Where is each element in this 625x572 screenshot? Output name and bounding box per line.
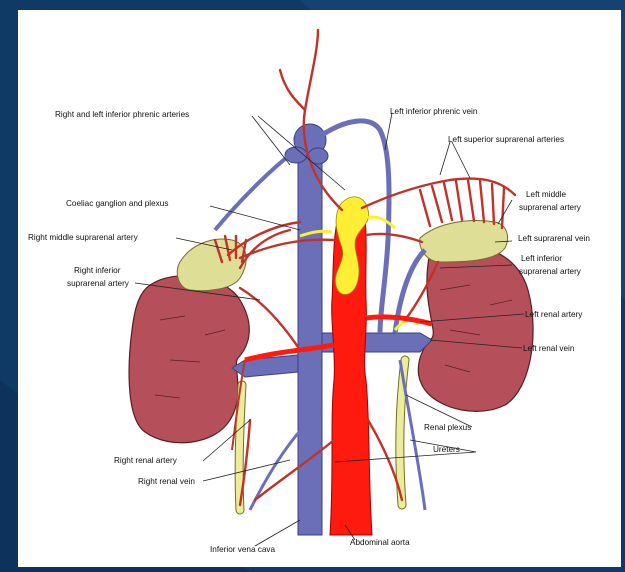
diagram-panel: Right and left inferior phrenic arteries… bbox=[18, 10, 621, 567]
label-left-renal-vein: Left renal vein bbox=[523, 344, 575, 353]
label-right-middle-suprarenal-artery: Right middle suprarenal artery bbox=[28, 233, 139, 242]
kidney-adrenal-diagram: Right and left inferior phrenic arteries… bbox=[18, 10, 621, 567]
label-right-left-inferior-phrenic-arteries: Right and left inferior phrenic arteries bbox=[55, 110, 189, 119]
left-suprarenal-gland bbox=[420, 221, 508, 262]
label-right-renal-artery: Right renal artery bbox=[114, 456, 178, 465]
left-middle-suprarenal-artery bbox=[366, 234, 422, 242]
label-ureters: Ureters bbox=[433, 445, 460, 454]
left-kidney bbox=[418, 246, 533, 412]
label-left-suprarenal-vein: Left suprarenal vein bbox=[518, 234, 590, 243]
label-left-superior-suprarenal-arteries: Left superior suprarenal arteries bbox=[448, 135, 564, 144]
label-coeliac-ganglion-plexus: Coeliac ganglion and plexus bbox=[66, 199, 168, 208]
label-right-inferior-suprarenal-artery-2: suprarenal artery bbox=[67, 279, 130, 288]
right-kidney bbox=[129, 276, 249, 443]
label-abdominal-aorta: Abdominal aorta bbox=[350, 538, 410, 547]
label-left-inferior-phrenic-vein: Left inferior phrenic vein bbox=[390, 107, 478, 116]
label-renal-plexus: Renal plexus bbox=[424, 423, 471, 432]
label-left-inferior-suprarenal-artery-2: suprarenal artery bbox=[519, 267, 582, 276]
right-inferior-suprarenal-artery bbox=[240, 288, 300, 350]
inferior-vena-cava bbox=[298, 150, 322, 535]
label-right-renal-vein: Right renal vein bbox=[138, 477, 195, 486]
label-left-middle-suprarenal-artery-1: Left middle bbox=[526, 190, 566, 199]
label-left-renal-artery: Left renal artery bbox=[525, 310, 583, 319]
label-left-inferior-suprarenal-artery-1: Left inferior bbox=[521, 254, 562, 263]
label-right-inferior-suprarenal-artery-1: Right inferior bbox=[74, 266, 121, 275]
label-inferior-vena-cava: Inferior vena cava bbox=[210, 545, 276, 554]
label-left-middle-suprarenal-artery-2: suprarenal artery bbox=[519, 203, 582, 212]
